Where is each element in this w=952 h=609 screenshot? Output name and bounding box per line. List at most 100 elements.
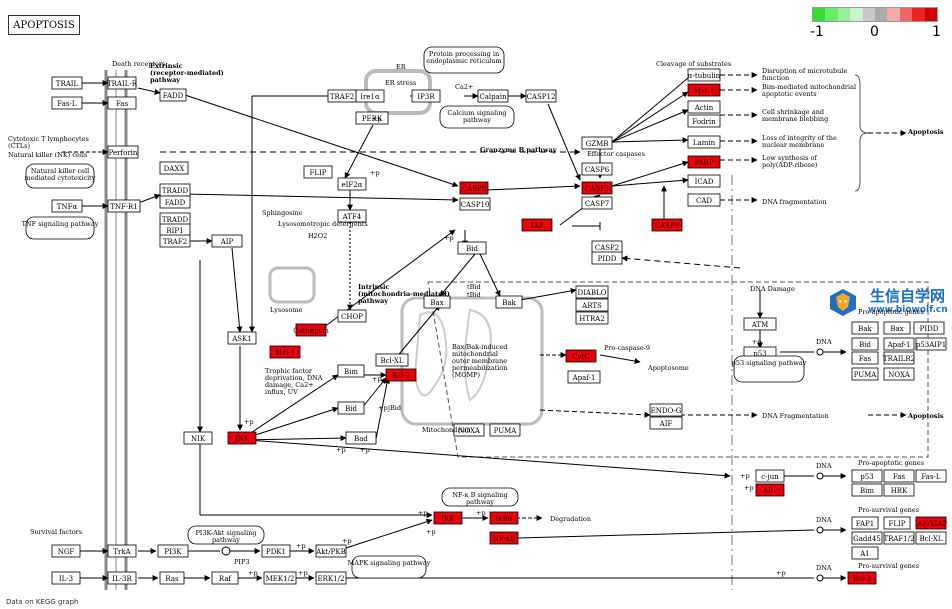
gene-node-iap[interactable]: IAP — [521, 218, 553, 232]
gene-box[interactable] — [261, 544, 291, 558]
gene-box[interactable] — [263, 571, 297, 585]
gene-box[interactable] — [107, 544, 137, 558]
gene-node-fadd1[interactable]: FADD — [159, 88, 187, 102]
gene-node-casp2[interactable]: CASP2 — [591, 240, 623, 254]
gene-node-puma2[interactable]: PUMA — [851, 367, 879, 381]
gene-node-trail[interactable]: TRAIL — [51, 76, 83, 90]
gene-box[interactable] — [851, 516, 879, 530]
pathway-box[interactable] — [441, 487, 519, 507]
gene-node-traf2a[interactable]: TRAF2 — [159, 234, 191, 248]
gene-node-fas-l[interactable]: Fas-L — [51, 96, 83, 110]
gene-box[interactable] — [315, 571, 347, 585]
gene-box[interactable] — [581, 136, 613, 150]
gene-node-hrk[interactable]: HRK — [883, 483, 915, 497]
gene-box[interactable] — [575, 311, 609, 325]
gene-node-iap2[interactable]: IAP/XIAP — [915, 516, 948, 530]
gene-node-gadd45[interactable]: Gadd45 — [851, 531, 883, 545]
gene-node-perforin[interactable]: Perforin — [107, 145, 139, 159]
gene-node-eif2a[interactable]: eIF2α — [337, 177, 367, 191]
gene-box[interactable] — [457, 241, 487, 255]
gene-node-bcl2a[interactable]: Bcl-2 — [385, 368, 417, 382]
gene-box[interactable] — [107, 145, 139, 159]
gene-box[interactable] — [489, 531, 519, 545]
gene-box[interactable] — [883, 321, 911, 335]
gene-node-bid1[interactable]: Bid — [457, 241, 487, 255]
gene-box[interactable] — [851, 321, 879, 335]
gene-box[interactable] — [337, 177, 367, 191]
gene-box[interactable] — [159, 88, 187, 102]
pathway-box[interactable] — [439, 105, 515, 129]
gene-box[interactable] — [883, 483, 915, 497]
gene-box[interactable] — [851, 337, 879, 351]
gene-box[interactable] — [385, 368, 417, 382]
gene-box[interactable] — [851, 531, 883, 545]
pathway-link-tnf[interactable]: TNF signaling pathway — [22, 216, 99, 240]
gene-node-casp3[interactable]: CASP3 — [581, 181, 613, 195]
pathway-box[interactable] — [25, 216, 95, 240]
gene-box[interactable] — [107, 571, 137, 585]
gene-box[interactable] — [591, 251, 623, 265]
gene-box[interactable] — [433, 511, 463, 525]
gene-box[interactable] — [651, 218, 683, 232]
gene-node-fas3[interactable]: Fas — [883, 469, 915, 483]
gene-node-cathepsin[interactable]: Cathepsin — [293, 323, 329, 337]
gene-box[interactable] — [157, 544, 189, 558]
gene-box[interactable] — [851, 546, 879, 560]
gene-box[interactable] — [227, 431, 257, 445]
gene-node-atf4[interactable]: ATF4 — [337, 209, 367, 223]
gene-box[interactable] — [755, 469, 785, 483]
gene-box[interactable] — [525, 89, 557, 103]
gene-node-rip1[interactable]: RIP1 — [159, 223, 191, 237]
gene-box[interactable] — [459, 197, 491, 211]
gene-node-bim1[interactable]: Bim — [337, 364, 365, 378]
pathway-box[interactable] — [187, 525, 265, 545]
gene-box[interactable] — [687, 100, 721, 114]
pathway-link-p53[interactable]: p53 signaling pathway — [732, 355, 807, 383]
gene-node-cytc[interactable]: CytC — [565, 349, 597, 363]
gene-box[interactable] — [883, 351, 915, 365]
gene-box[interactable] — [565, 349, 597, 363]
gene-node-ras[interactable]: Ras — [159, 571, 185, 585]
gene-node-fodrin[interactable]: Fodrin — [687, 114, 721, 128]
gene-box[interactable] — [883, 367, 915, 381]
gene-node-arts[interactable]: ARTS — [575, 298, 609, 312]
gene-box[interactable] — [687, 68, 721, 82]
gene-box[interactable] — [851, 367, 879, 381]
gene-node-trailr2[interactable]: TRAILR2 — [883, 351, 915, 365]
gene-node-actin[interactable]: Actin — [687, 100, 721, 114]
gene-node-aif[interactable]: AIF — [649, 416, 683, 430]
gene-node-casp6[interactable]: CASP6 — [581, 162, 613, 176]
gene-box[interactable] — [915, 469, 947, 483]
gene-box[interactable] — [355, 89, 385, 103]
gene-node-bid2[interactable]: Bid — [337, 401, 365, 415]
gene-node-raf[interactable]: Raf — [211, 571, 239, 585]
gene-node-daxx[interactable]: DAXX — [159, 161, 189, 175]
gene-box[interactable] — [847, 571, 877, 585]
gene-box[interactable] — [107, 199, 141, 213]
gene-box[interactable] — [423, 295, 451, 309]
gene-node-perk[interactable]: PERK — [355, 111, 389, 125]
gene-node-ip3r[interactable]: IP3R — [411, 89, 441, 103]
pathway-link-mapk[interactable]: MAPK signaling pathway — [348, 555, 431, 579]
gene-node-bad[interactable]: Bad — [345, 431, 377, 445]
gene-node-pidd2[interactable]: PIDD — [913, 321, 945, 335]
gene-box[interactable] — [477, 89, 509, 103]
gene-box[interactable] — [345, 431, 377, 445]
gene-node-nik[interactable]: NIK — [183, 431, 213, 445]
gene-node-chop[interactable]: CHOP — [337, 309, 367, 323]
gene-node-bax2[interactable]: Bax — [883, 321, 911, 335]
gene-node-tnf-r1[interactable]: TNF-R1 — [107, 199, 141, 213]
gene-node-tnfa[interactable]: TNFα — [51, 199, 83, 213]
gene-box[interactable] — [743, 317, 777, 331]
gene-node-ire1a[interactable]: Ire1α — [355, 89, 385, 103]
gene-node-pidd1[interactable]: PIDD — [591, 251, 623, 265]
gene-node-flip1[interactable]: FLIP — [303, 165, 333, 179]
gene-box[interactable] — [337, 309, 367, 323]
gene-node-fas[interactable]: Fas — [107, 96, 137, 110]
gene-box[interactable] — [915, 531, 947, 545]
gene-node-ikk[interactable]: IKK — [433, 511, 463, 525]
gene-node-mcl1[interactable]: Mcl-1 — [269, 345, 301, 359]
gene-node-aip1[interactable]: AIP — [211, 234, 243, 248]
